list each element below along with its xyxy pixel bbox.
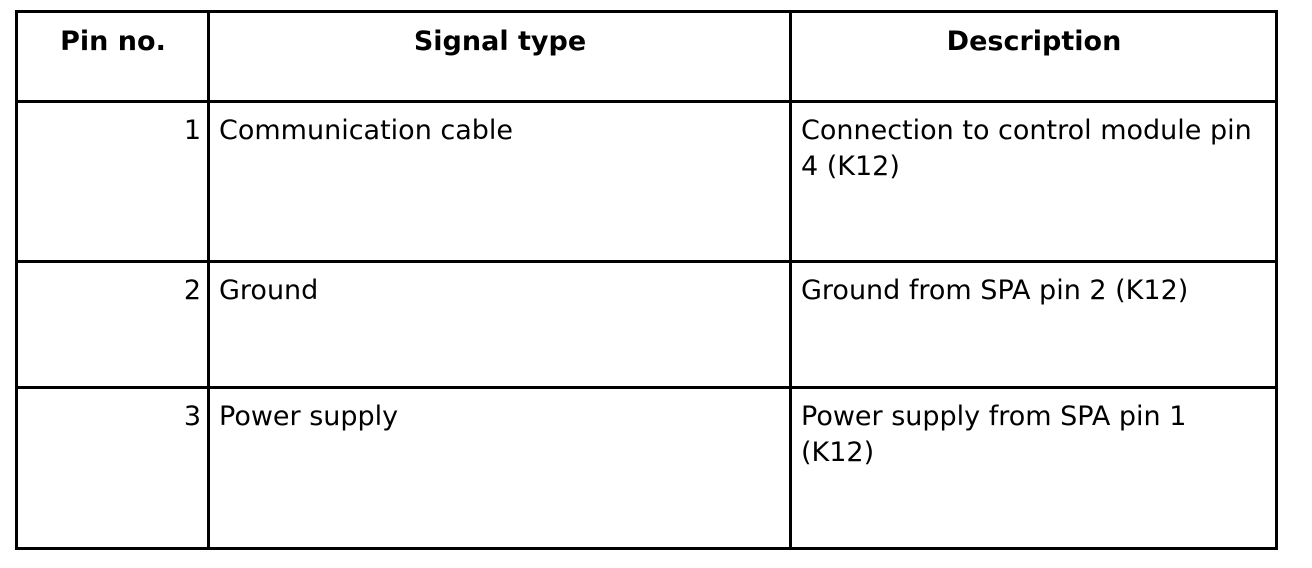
pin-assignment-table: Pin no. Signal type Description 1 Commun… <box>15 10 1278 550</box>
signal-type-cell: Power supply <box>207 386 792 550</box>
header-signal-type: Signal type <box>207 10 792 103</box>
header-pin-no: Pin no. <box>15 10 210 103</box>
table-row: 1 Communication cable Connection to cont… <box>15 100 1278 263</box>
header-description: Description <box>789 10 1278 103</box>
pin-number-cell: 2 <box>15 260 210 389</box>
pin-number-cell: 3 <box>15 386 210 550</box>
description-cell: Ground from SPA pin 2 (K12) <box>789 260 1278 389</box>
signal-type-cell: Ground <box>207 260 792 389</box>
description-cell: Power supply from SPA pin 1 (K12) <box>789 386 1278 550</box>
description-cell: Connection to control module pin 4 (K12) <box>789 100 1278 263</box>
pin-number-cell: 1 <box>15 100 210 263</box>
signal-type-cell: Communication cable <box>207 100 792 263</box>
table-header-row: Pin no. Signal type Description <box>15 10 1278 103</box>
table-row: 2 Ground Ground from SPA pin 2 (K12) <box>15 260 1278 389</box>
table-row: 3 Power supply Power supply from SPA pin… <box>15 386 1278 550</box>
